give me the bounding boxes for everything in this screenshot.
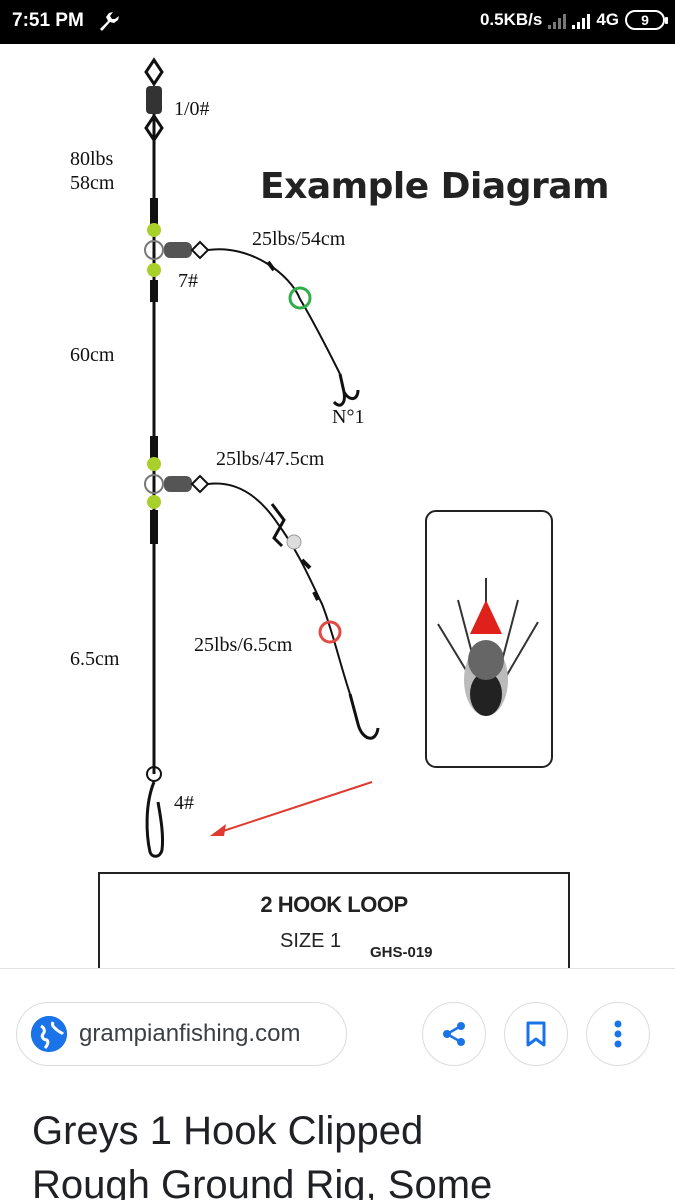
source-link[interactable]: grampianfishing.com: [16, 1002, 347, 1066]
product-size: SIZE 1: [280, 930, 342, 952]
bookmark-icon: [526, 1021, 546, 1047]
product-code: GHS-019: [370, 944, 433, 961]
share-icon: [443, 1022, 465, 1046]
result-image[interactable]: 1/0# 80lbs 58cm Example Diagram 25lbs/54…: [0, 44, 675, 968]
battery-icon: 9: [625, 10, 668, 30]
label-main-line-lbs: 80lbs: [70, 148, 114, 170]
label-snood-2-lower: 25lbs/6.5cm: [194, 634, 293, 656]
diagram-title: Example Diagram: [260, 166, 610, 207]
product-name: 2 HOOK LOOP: [260, 892, 408, 917]
globe-icon: [31, 1016, 67, 1052]
label-clip: 4#: [174, 792, 194, 814]
label-swivel-1: 7#: [178, 270, 198, 292]
battery-level: 9: [641, 12, 649, 28]
label-snood-1: 25lbs/54cm: [252, 228, 346, 250]
source-domain: grampianfishing.com: [79, 1020, 301, 1047]
product-label-box: 2 HOOK LOOP SIZE 1 GHS-019: [98, 872, 570, 968]
signal-icon: [572, 11, 591, 29]
network-type: 4G: [596, 10, 619, 29]
label-snood-2: 25lbs/47.5cm: [216, 448, 325, 470]
network-speed: 0.5KB/s: [479, 10, 543, 29]
divider: [0, 968, 675, 969]
signal-icon-secondary: [548, 11, 567, 29]
status-indicators: 0.5KB/s 4G 9: [479, 10, 668, 30]
label-middle-length: 60cm: [70, 344, 115, 366]
label-hook-1: N°1: [332, 406, 365, 428]
label-top-swivel: 1/0#: [174, 98, 210, 120]
result-title-line-1: Greys 1 Hook Clipped: [32, 1109, 424, 1153]
more-options-button[interactable]: [586, 1002, 650, 1066]
more-vert-icon: [614, 1020, 622, 1048]
rig-diagram: [144, 57, 553, 858]
wrench-icon: [100, 12, 119, 31]
label-main-line-length: 58cm: [70, 172, 115, 194]
status-time: 7:51 PM: [12, 10, 84, 31]
result-title[interactable]: Greys 1 Hook Clipped Rough Ground Rig, S…: [32, 1104, 652, 1200]
status-bar: 7:51 PM 0.5KB/s 4G 9: [0, 0, 675, 44]
share-button[interactable]: [422, 1002, 486, 1066]
label-bottom-length: 6.5cm: [70, 648, 120, 670]
result-title-line-2: Rough Ground Rig, Some: [32, 1163, 493, 1200]
save-button[interactable]: [504, 1002, 568, 1066]
